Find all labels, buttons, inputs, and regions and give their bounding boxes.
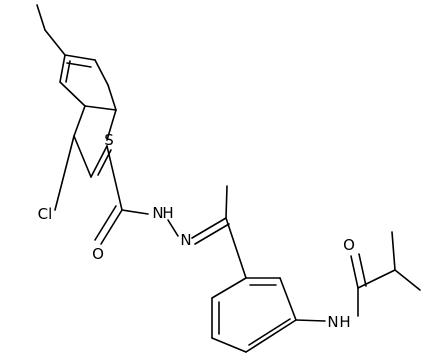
sulfur-atom-label: S [104, 131, 114, 149]
amide-hydrogen-label: H [339, 313, 350, 331]
imine-nitrogen-label: N [180, 231, 191, 249]
carbonyl-oxygen-label: O [92, 245, 104, 263]
atom-labels: S Cl O N H N N H O [38, 131, 355, 331]
bond-lines [36, 4, 421, 353]
hydrazide-nitrogen-label: N [152, 204, 163, 222]
amide-nitrogen-label: N [327, 313, 338, 331]
hydrazide-hydrogen-label: H [162, 204, 173, 222]
chlorine-atom-label: Cl [38, 205, 53, 223]
amide-oxygen-label: O [343, 236, 355, 254]
